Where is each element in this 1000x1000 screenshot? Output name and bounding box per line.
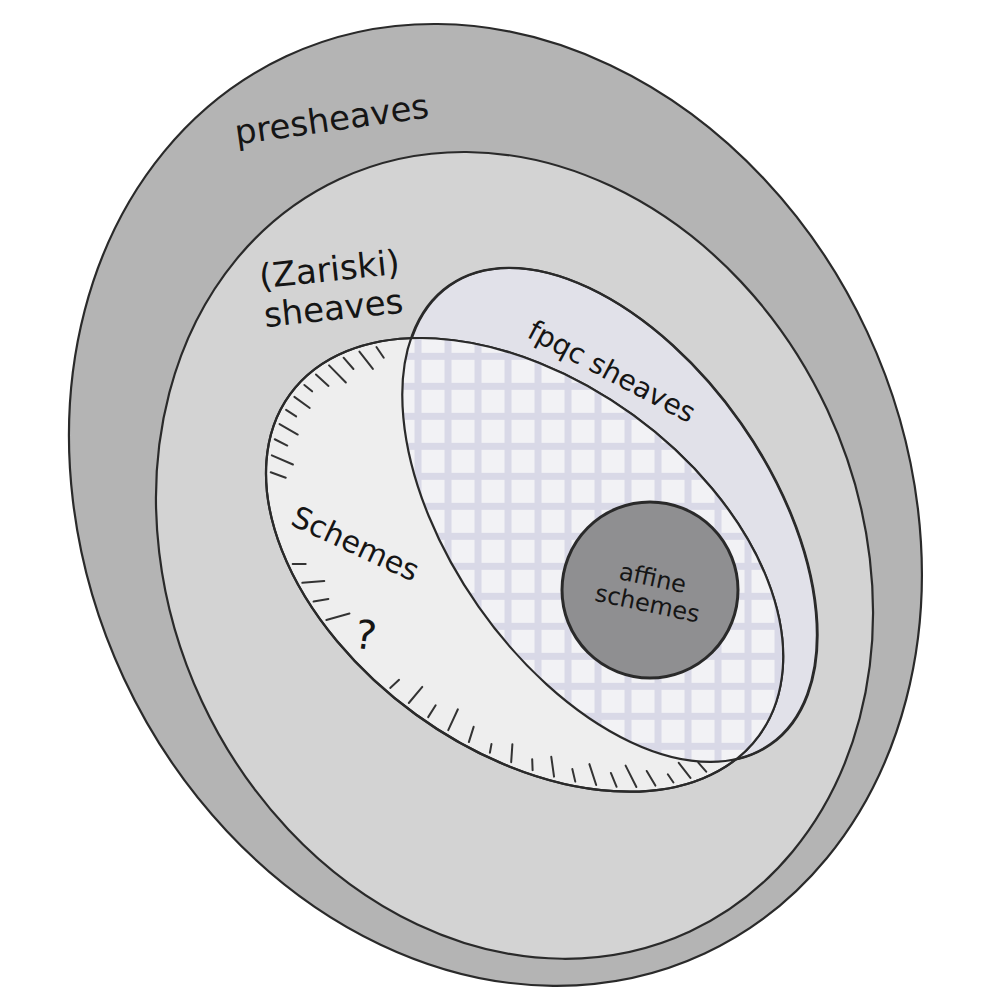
shading-stroke xyxy=(286,410,296,417)
shading-stroke xyxy=(699,763,707,772)
shading-stroke xyxy=(647,771,656,786)
shading-stroke xyxy=(532,759,534,770)
shading-stroke xyxy=(490,744,492,753)
affine-schemes-disc: affine schemes xyxy=(556,496,744,684)
shading-stroke xyxy=(679,763,691,778)
affine-schemes-disc-outline xyxy=(562,502,738,678)
shading-stroke xyxy=(303,581,325,583)
presheaves-region: presheaves(Zariski) sheavesfpqc sheavesS… xyxy=(63,18,928,992)
shading-stroke xyxy=(573,769,576,782)
shading-stroke xyxy=(668,774,674,782)
zariski-sheaves-region-outline xyxy=(27,33,1000,1000)
overlap-hatch xyxy=(318,194,901,836)
shading-stroke xyxy=(391,680,400,688)
shading-stroke xyxy=(377,347,384,358)
shading-stroke xyxy=(344,358,354,369)
shading-stroke xyxy=(272,456,293,465)
shading-stroke xyxy=(469,727,474,742)
shading-stroke xyxy=(316,375,329,386)
schemes-outline xyxy=(182,245,869,885)
shading-stroke xyxy=(280,424,298,434)
schemes-region: Schemesaffine schemes xyxy=(260,332,789,798)
shading-stroke xyxy=(512,744,513,762)
shading-stroke xyxy=(314,599,329,602)
shading-stroke xyxy=(552,757,555,777)
shading-stroke xyxy=(429,705,436,717)
shading-stroke xyxy=(626,766,637,787)
shading-stroke xyxy=(271,472,286,477)
shading-stroke xyxy=(293,563,306,565)
shading-stroke xyxy=(275,439,288,445)
question-mark: ? xyxy=(351,611,378,660)
shading-stroke xyxy=(611,773,617,787)
shading-stroke xyxy=(329,366,346,383)
hatch-fill xyxy=(318,194,901,836)
shading-stroke xyxy=(295,397,310,408)
fpqc-outline xyxy=(318,194,901,836)
shading-stroke xyxy=(305,385,313,391)
shading-stroke xyxy=(449,709,459,730)
shading-stroke xyxy=(409,687,422,703)
shading-stroke xyxy=(360,352,373,369)
shading-stroke xyxy=(590,764,597,785)
shading-stroke xyxy=(327,614,350,620)
zariski-sheaves-region: (Zariski) sheavesfpqc sheavesSchemesaffi… xyxy=(150,146,879,965)
